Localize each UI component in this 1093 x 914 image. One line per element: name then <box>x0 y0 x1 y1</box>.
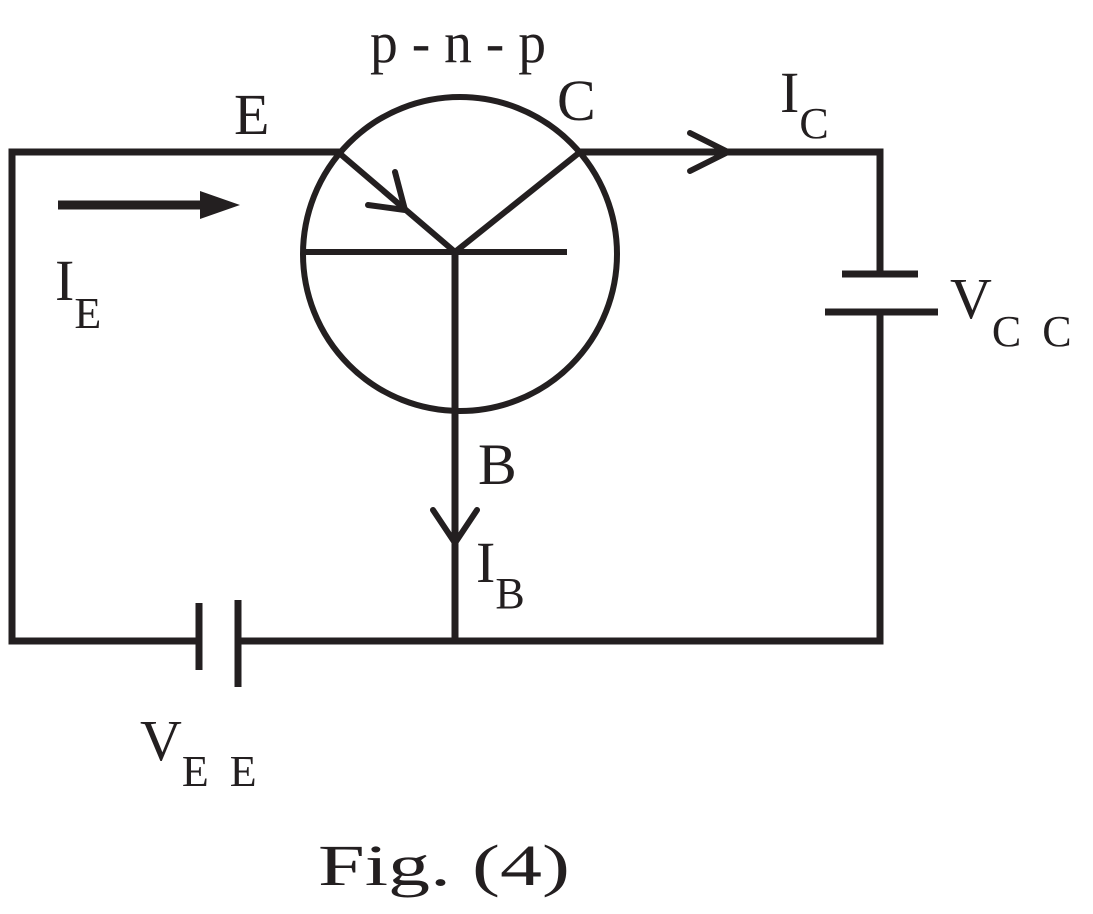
vcc-subscript: C C <box>992 307 1072 356</box>
base-current-subscript: B <box>495 569 524 618</box>
right-top-wire <box>576 148 884 278</box>
emitter-label: E <box>234 82 269 147</box>
vcc-symbol: V <box>950 266 992 331</box>
collector-label: C <box>557 68 596 133</box>
emitter-lead <box>336 149 457 255</box>
emitter-arrow <box>365 169 408 213</box>
base-label: B <box>478 432 517 497</box>
emitter-current-subscript: E <box>74 289 101 338</box>
collector-current-arrow <box>687 130 731 174</box>
collector-current-subscript: C <box>799 99 828 148</box>
base-current-label: IB <box>476 530 525 618</box>
bottom-wire <box>236 308 884 645</box>
left-wire <box>8 148 342 645</box>
base-current-arrow <box>430 507 480 546</box>
collector-current-label: IC <box>780 60 829 148</box>
emitter-current-label: IE <box>55 248 101 338</box>
vee-symbol: V <box>140 708 182 773</box>
figure-caption: Fig. (4) <box>318 833 570 898</box>
vee-label: VE E <box>140 708 257 796</box>
emitter-current-arrow-head <box>200 191 240 219</box>
collector-current-symbol: I <box>780 60 799 125</box>
vcc-label: VC C <box>950 266 1072 356</box>
base-current-symbol: I <box>476 530 495 595</box>
transistor-type-label: p - n - p <box>370 10 546 75</box>
vee-subscript: E E <box>182 747 257 796</box>
emitter-current-symbol: I <box>55 248 74 313</box>
collector-lead <box>453 149 582 255</box>
